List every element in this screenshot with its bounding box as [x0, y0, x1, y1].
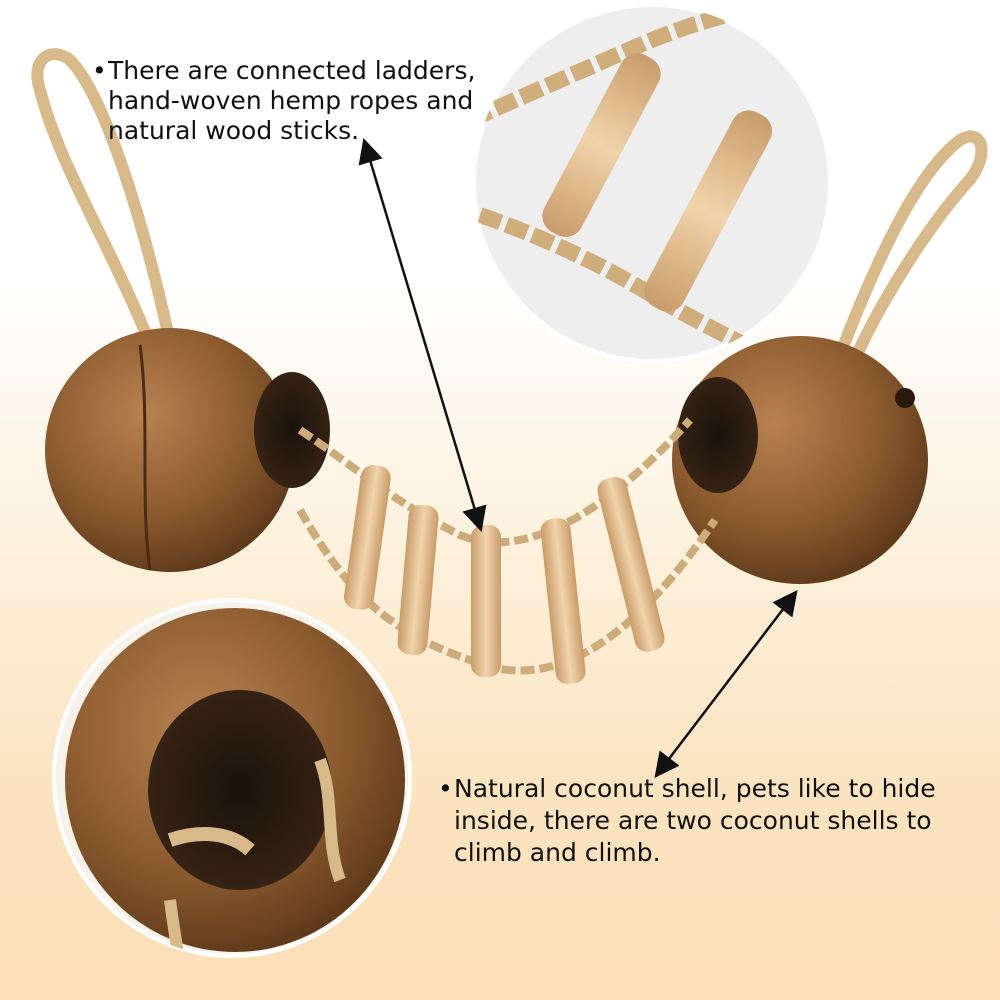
caption-line: There are connected ladders,	[108, 56, 476, 85]
arrow-icon	[654, 590, 798, 778]
ladder-caption: • There are connected ladders, hand-wove…	[92, 56, 488, 146]
arrow-icon	[358, 138, 487, 532]
coconut-closeup-inset	[52, 598, 412, 958]
coconut-caption: • Natural coconut shell, pets like to hi…	[438, 773, 974, 869]
caption-line: inside, there are two coconut shells to	[454, 806, 932, 835]
caption-line: climb and climb.	[454, 838, 661, 867]
caption-line: Natural coconut shell, pets like to hide	[454, 774, 936, 803]
left-coconut-house	[31, 48, 330, 572]
caption-line: hand-woven hemp ropes and	[108, 86, 474, 115]
bullet: •	[92, 56, 107, 85]
ladder-closeup-inset	[472, 3, 832, 363]
rope-ladder	[296, 417, 719, 685]
bullet: •	[438, 774, 453, 803]
caption-line: natural wood sticks.	[108, 116, 360, 145]
right-coconut-house	[672, 130, 988, 584]
